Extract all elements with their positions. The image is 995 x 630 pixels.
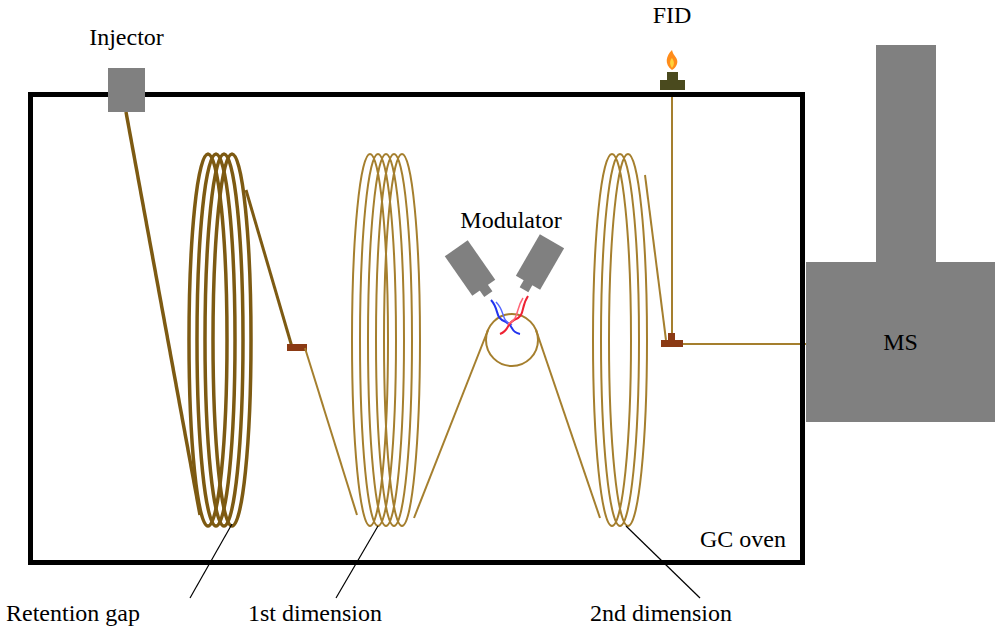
injector: Injector <box>108 68 145 112</box>
part-label: 1st dimension <box>248 600 382 626</box>
column-line <box>536 330 600 518</box>
injector-label: Injector <box>89 24 164 50</box>
column-line <box>414 330 488 518</box>
column-line <box>305 348 357 515</box>
part-label: Retention gap <box>6 600 140 626</box>
mass-spectrometer-label: MS <box>883 329 918 355</box>
gc-oven-label: GC oven <box>700 526 786 552</box>
modulator-jets <box>445 234 564 334</box>
gc-oven: GC oven <box>28 92 805 565</box>
second-dimension-coil <box>593 154 647 526</box>
modulator-label: Modulator <box>460 207 561 233</box>
mass-spectrometer: MS <box>806 262 995 422</box>
retention-gap-coil <box>189 154 251 526</box>
transfer-line <box>246 190 292 347</box>
column-line <box>645 175 666 340</box>
detector-label: FID <box>653 2 692 28</box>
first-dimension-coil <box>352 154 420 526</box>
ms-transfer-line <box>683 343 808 345</box>
ms-stack <box>876 45 936 265</box>
splitter <box>668 333 675 343</box>
fid-line <box>671 92 673 333</box>
transfer-line <box>126 112 200 515</box>
press-fit-connector <box>287 344 307 351</box>
fid-symbol <box>660 50 685 90</box>
part-label: 2nd dimension <box>590 600 732 626</box>
